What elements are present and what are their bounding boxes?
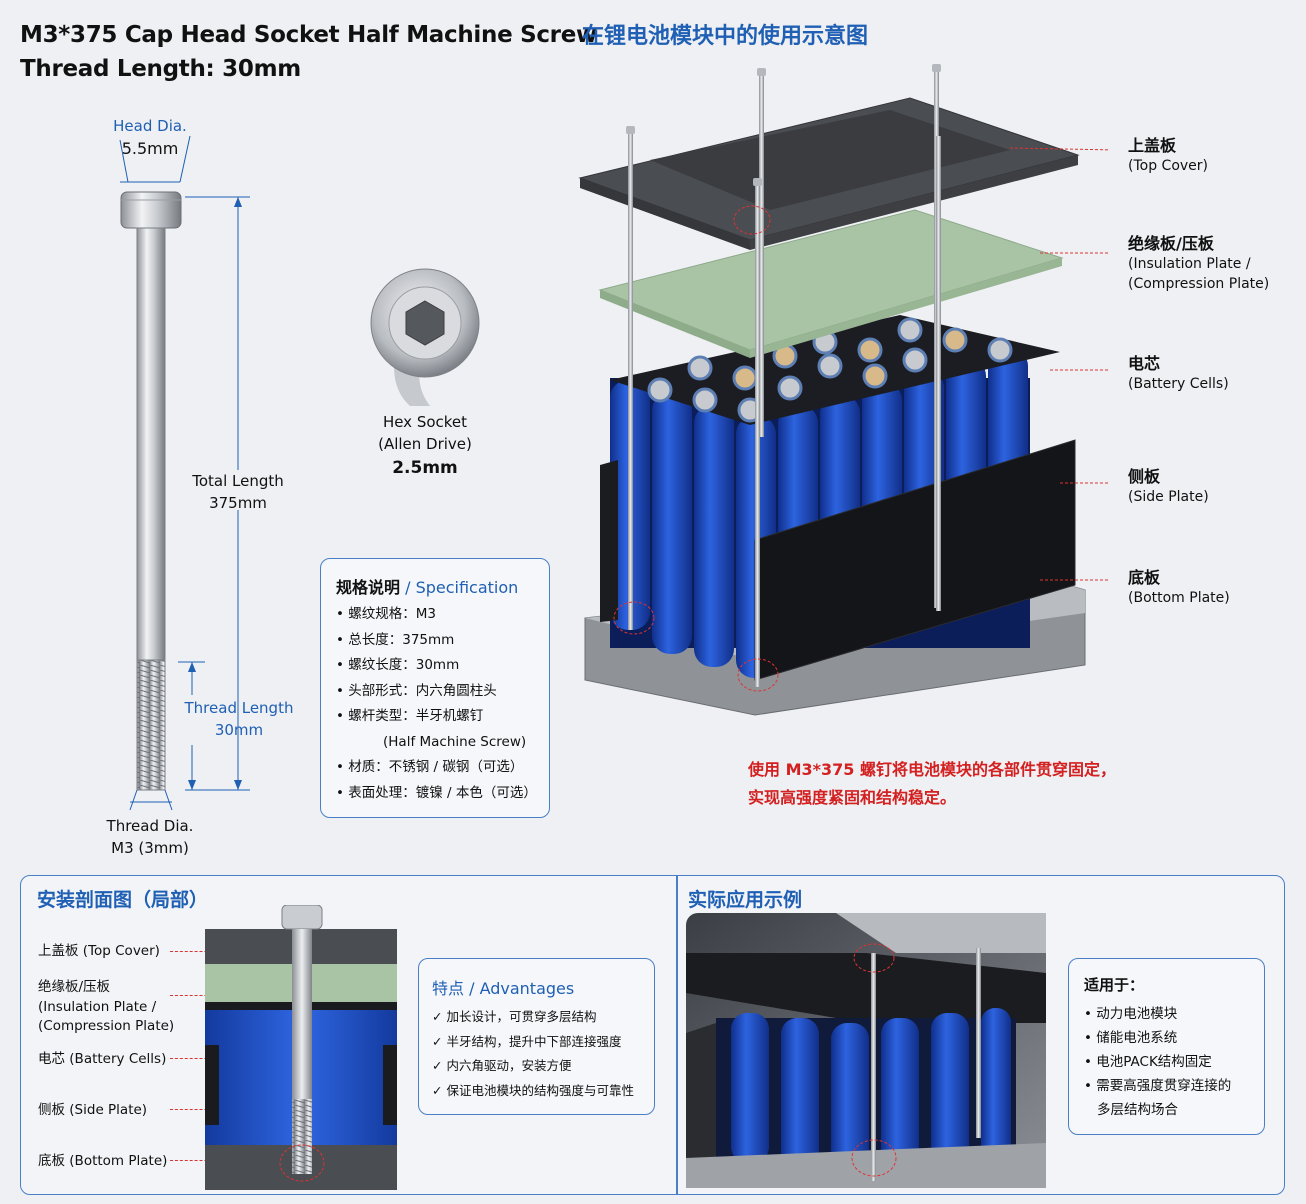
applies-item: • 需要高强度贯穿连接的 [1084, 1078, 1232, 1094]
diagram-title: 在锂电池模块中的使用示意图 [582, 24, 869, 49]
hex-socket-icon [405, 300, 445, 346]
advantage-item: ✓ 内六角驱动，安装方便 [432, 1058, 572, 1073]
spec-item: • 表面处理：镀镍 / 本色（可选） [336, 784, 537, 801]
hex-label-2: (Allen Drive) [378, 435, 472, 453]
battery-module-exploded-view [578, 64, 1110, 716]
callout-insulation-plate: 绝缘板/压板 (Insulation Plate / (Compression … [1128, 234, 1270, 292]
section-side-plate [205, 1045, 219, 1125]
spec-item: • 螺纹规格：M3 [336, 606, 436, 622]
thread-dia-label: Thread Dia. [106, 817, 194, 835]
applies-item: 多层结构场合 [1097, 1102, 1178, 1118]
head-dia-value: 5.5mm [121, 139, 179, 158]
title-line-1: M3*375 Cap Head Socket Half Machine Scre… [20, 22, 597, 48]
applies-box: 适用于： • 动力电池模块 • 储能电池系统 • 电池PACK结构固定 • 需要… [1068, 958, 1265, 1135]
callout-top-cover: 上盖板 (Top Cover) [1128, 136, 1208, 174]
callout-side-plate: 侧板 (Side Plate) [1128, 467, 1209, 505]
advantage-item: ✓ 半牙结构，提升中下部连接强度 [432, 1033, 622, 1049]
install-label-insulation: 绝缘板/压板 [38, 979, 111, 995]
screw-drawing [119, 135, 250, 811]
spec-title: 规格说明 / Specification [336, 578, 519, 597]
screw-thread [136, 659, 166, 791]
install-label-side-plate: 侧板 (Side Plate) [38, 1102, 148, 1118]
applies-list: • 动力电池模块 • 储能电池系统 • 电池PACK结构固定 • 需要高强度贯穿… [1084, 1002, 1231, 1122]
cross-section-view [205, 905, 397, 1190]
panel-divider [676, 876, 678, 1194]
thread-length-label: Thread Length [184, 699, 294, 717]
applies-item: • 电池PACK结构固定 [1084, 1054, 1212, 1070]
spec-list: • 螺纹规格：M3 • 总长度：375mm • 螺纹长度：30mm • 头部形式… [336, 602, 537, 806]
install-label-bottom-plate: 底板 (Bottom Plate) [38, 1153, 168, 1169]
install-label-insulation-en2: (Compression Plate) [38, 1018, 175, 1034]
spec-item: • 总长度：375mm [336, 631, 455, 648]
advantages-title: 特点 / Advantages [432, 979, 575, 998]
hex-value: 2.5mm [392, 458, 458, 478]
leader-line [170, 1058, 232, 1059]
title-line-2: Thread Length: 30mm [20, 56, 301, 82]
usage-note: 使用 M3*375 螺钉将电池模块的各部件贯穿固定， 实现高强度紧固和结构稳定。 [748, 760, 1116, 807]
thread-dia-value: M3 (3mm) [111, 839, 189, 857]
advantages-list: ✓ 加长设计，可贯穿多层结构 ✓ 半牙结构，提升中下部连接强度 ✓ 内六角驱动，… [432, 1005, 634, 1103]
product-title: M3*375 Cap Head Socket Half Machine Scre… [20, 18, 597, 86]
advantage-item: ✓ 保证电池模块的结构强度与可靠性 [432, 1082, 634, 1098]
spec-item: • 材质：不锈钢 / 碳钢（可选） [336, 759, 524, 775]
application-section-title: 实际应用示例 [688, 889, 803, 911]
head-dia-label: Head Dia. [113, 117, 187, 135]
leader-line [170, 1109, 232, 1110]
leader-line [170, 1160, 232, 1161]
callout-battery-cells: 电芯 (Battery Cells) [1128, 354, 1229, 392]
install-label-cells: 电芯 (Battery Cells) [38, 1051, 167, 1067]
leader-line [170, 995, 232, 996]
spec-box: 规格说明 / Specification • 螺纹规格：M3 • 总长度：375… [320, 558, 550, 818]
hex-label-1: Hex Socket [382, 413, 468, 431]
advantages-box: 特点 / Advantages ✓ 加长设计，可贯穿多层结构 ✓ 半牙结构，提升… [418, 958, 655, 1115]
install-label-insulation-en1: (Insulation Plate / [38, 999, 157, 1015]
applies-item: • 动力电池模块 [1084, 1006, 1178, 1022]
leader-line [170, 951, 232, 952]
total-length-value: 375mm [209, 494, 267, 512]
screw-rods [626, 64, 941, 687]
applies-item: • 储能电池系统 [1084, 1030, 1178, 1046]
application-photo [686, 913, 1046, 1188]
spec-item: • 螺杆类型：半牙机螺钉 [336, 708, 484, 724]
spec-item: (Half Machine Screw) [383, 733, 527, 750]
callout-bottom-plate: 底板 (Bottom Plate) [1128, 568, 1230, 606]
install-section-title: 安装剖面图（局部） [37, 889, 209, 911]
spec-item: • 螺纹长度：30mm [336, 657, 460, 673]
install-label-top-cover: 上盖板 (Top Cover) [38, 943, 160, 959]
spec-item: • 头部形式：内六角圆柱头 [336, 682, 497, 699]
advantage-item: ✓ 加长设计，可贯穿多层结构 [432, 1009, 597, 1024]
screw-shank [136, 227, 166, 661]
applies-title: 适用于： [1084, 976, 1145, 994]
thread-length-value: 30mm [214, 721, 264, 739]
screw-head [120, 191, 182, 229]
total-length-label: Total Length [192, 472, 284, 490]
hex-socket-closeup [370, 268, 480, 406]
